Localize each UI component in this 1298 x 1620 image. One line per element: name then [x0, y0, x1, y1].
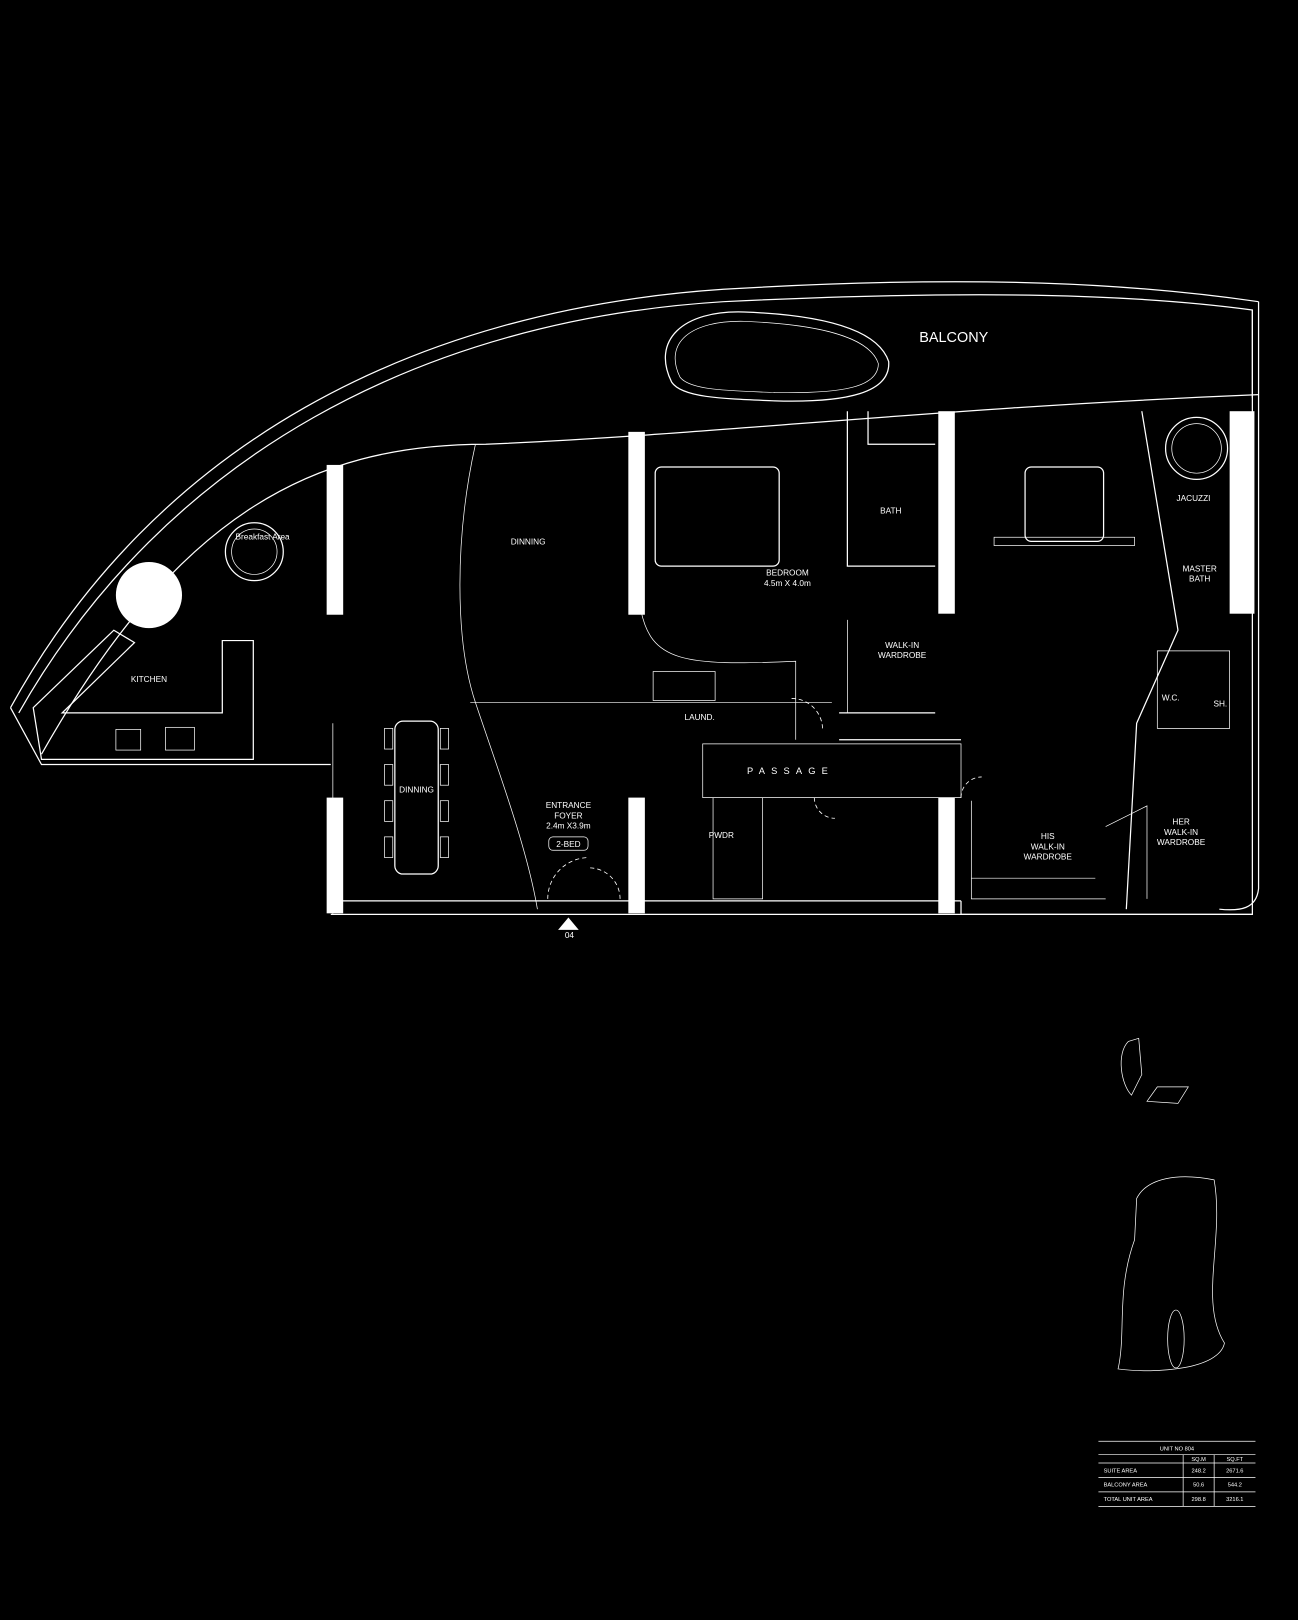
- area-table: UNIT NO 804 SQ.M SQ.FT SUITE AREA 248.2 …: [1098, 1440, 1256, 1507]
- label-entrance: ENTRANCE: [546, 801, 592, 810]
- room-labels: BALCONY KITCHEN Breakfast Area DINNING D…: [131, 330, 1227, 940]
- label-entry-marker: 04: [565, 931, 575, 940]
- label-unit-type: 2-BED: [556, 840, 580, 849]
- row-sqm: 248.2: [1192, 1468, 1206, 1474]
- label-kitchen: KITCHEN: [131, 675, 167, 684]
- table-header-sqm: SQ.M: [1191, 1457, 1206, 1463]
- label-her-1: HER: [1172, 817, 1189, 826]
- outer-walls: [9, 281, 1260, 915]
- label-dinning-lower: DINNING: [399, 785, 434, 794]
- label-master-bath-2: BATH: [1189, 575, 1210, 584]
- table-row: SUITE AREA 248.2 2671.6: [1104, 1468, 1244, 1474]
- label-her-2: WALK-IN: [1164, 828, 1198, 837]
- table-row: TOTAL UNIT AREA 298.8 3216.1: [1104, 1497, 1244, 1503]
- label-laundry: LAUND.: [684, 713, 714, 722]
- label-foyer-size: 2.4m X3.9m: [546, 822, 591, 831]
- label-dinning-upper: DINNING: [511, 537, 546, 546]
- label-his-2: WALK-IN: [1031, 842, 1065, 851]
- key-plan: [1117, 1037, 1225, 1372]
- label-wc: W.C.: [1162, 693, 1180, 702]
- interior-walls: [640, 411, 1230, 910]
- label-jacuzzi: JACUZZI: [1177, 494, 1211, 503]
- label-walkin-2: WARDROBE: [878, 651, 927, 660]
- breakfast-table: [224, 522, 284, 582]
- table-title: UNIT NO 804: [1160, 1447, 1194, 1453]
- dining-table: [384, 720, 449, 875]
- row-label: SUITE AREA: [1104, 1468, 1138, 1474]
- label-foyer: FOYER: [554, 811, 582, 820]
- label-his-3: WARDROBE: [1024, 853, 1073, 862]
- label-walkin-1: WALK-IN: [885, 641, 919, 650]
- row-label: BALCONY AREA: [1104, 1483, 1148, 1489]
- label-shower: SH.: [1213, 700, 1227, 709]
- label-breakfast: Breakfast Area: [236, 532, 291, 541]
- label-powder: PWDR: [709, 831, 734, 840]
- unit-type-badge: [548, 836, 589, 851]
- label-balcony: BALCONY: [919, 330, 988, 346]
- doors: [547, 698, 982, 899]
- table-row: BALCONY AREA 50.6 544.2: [1104, 1483, 1242, 1489]
- label-his-1: HIS: [1041, 832, 1055, 841]
- row-sqft: 2671.6: [1226, 1468, 1243, 1474]
- kitchen-counter: [32, 629, 254, 760]
- structural-columns: [115, 411, 1255, 914]
- row-sqft: 3216.1: [1226, 1497, 1243, 1503]
- balcony-planter: [664, 311, 890, 402]
- label-her-3: WARDROBE: [1157, 838, 1206, 847]
- label-bedroom-size: 4.5m X 4.0m: [764, 579, 811, 588]
- entry-arrow-icon: [558, 917, 579, 930]
- row-label: TOTAL UNIT AREA: [1104, 1497, 1153, 1503]
- label-master-bath-1: MASTER: [1182, 564, 1216, 573]
- row-sqm: 298.8: [1192, 1497, 1206, 1503]
- row-sqm: 50.6: [1193, 1483, 1204, 1489]
- table-header-sqft: SQ.FT: [1226, 1457, 1243, 1463]
- building-key-plan-icon: [1117, 1176, 1225, 1372]
- label-passage: PASSAGE: [747, 766, 834, 776]
- label-bedroom: BEDROOM: [766, 568, 809, 577]
- row-sqft: 544.2: [1228, 1483, 1242, 1489]
- label-bath: BATH: [880, 506, 901, 515]
